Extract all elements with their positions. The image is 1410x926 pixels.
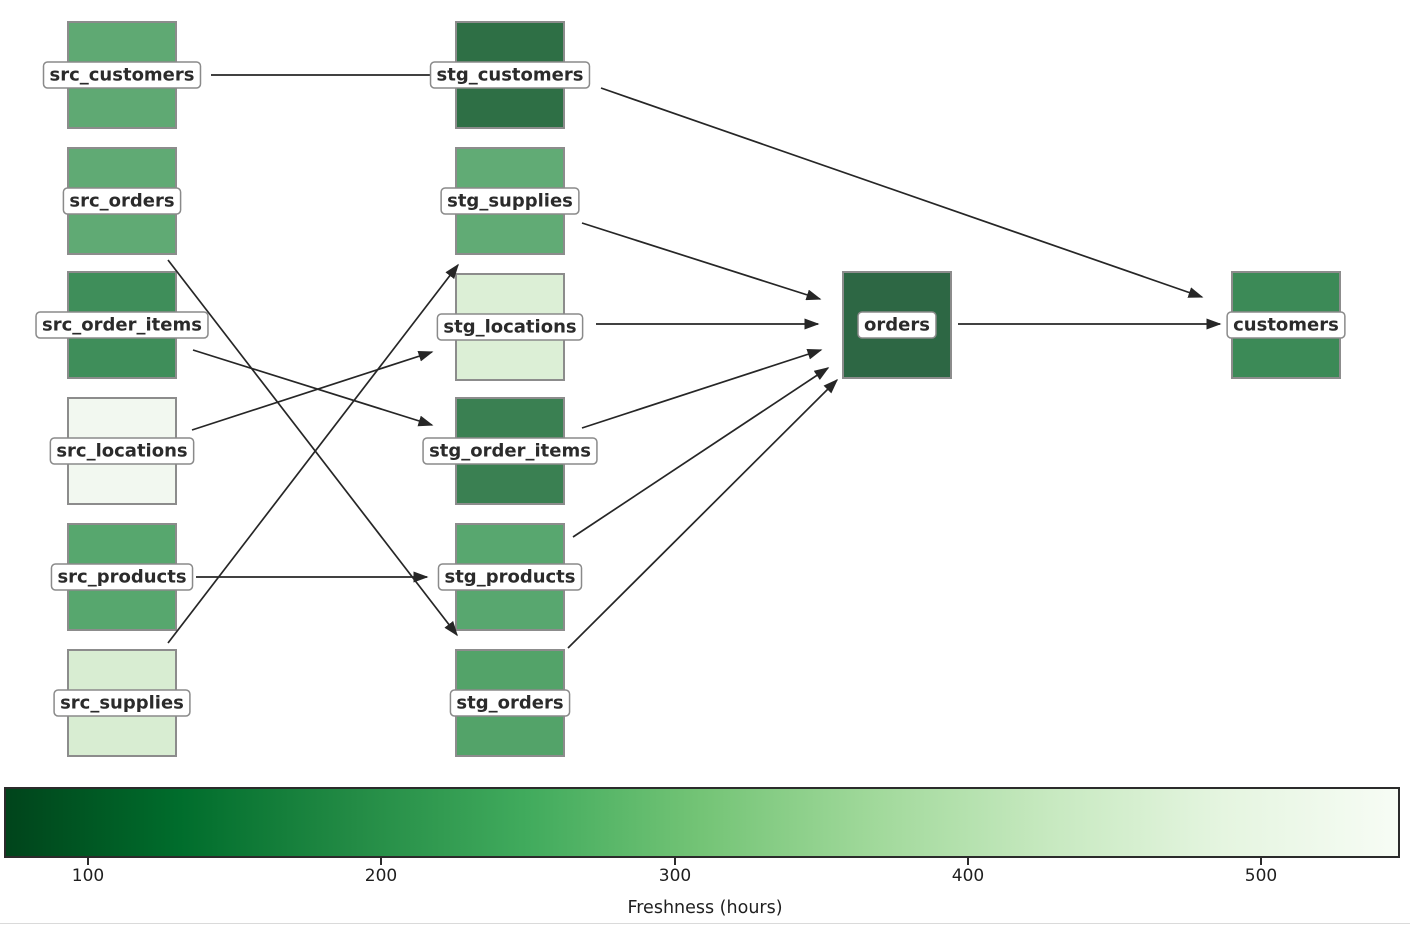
svg-text:src_order_items: src_order_items xyxy=(42,315,202,336)
node-label-orders: orders xyxy=(857,311,937,339)
svg-text:customers: customers xyxy=(1233,315,1339,336)
svg-text:stg_locations: stg_locations xyxy=(443,317,576,338)
node-label-stg_order_items: stg_order_items xyxy=(422,437,598,465)
lineage-graph: src_customers src_orders src_order_itemssr… xyxy=(35,21,1346,757)
node-label-src_locations: src_locations xyxy=(49,437,195,465)
node-label-src_customers: src_customers xyxy=(42,61,202,89)
colorbar-axis-label: Freshness (hours) xyxy=(627,898,783,918)
colorbar-tick-label: 100 xyxy=(71,866,105,886)
node-label-stg_orders: stg_orders xyxy=(449,689,571,717)
svg-text:src_customers: src_customers xyxy=(50,65,195,86)
colorbar-tick xyxy=(967,858,969,865)
colorbar-tick xyxy=(87,858,89,865)
colorbar-tick-label: 400 xyxy=(951,866,985,886)
colorbar-tick-label: 300 xyxy=(658,866,692,886)
node-label-src_orders: src_orders xyxy=(62,187,182,215)
colorbar-tick xyxy=(1260,858,1262,865)
edge-src_order_items-stg_order_items xyxy=(192,349,434,427)
colorbar-gradient xyxy=(4,787,1400,858)
edge-src_orders-stg_orders xyxy=(167,259,458,637)
edge-stg_supplies-orders xyxy=(581,222,822,301)
svg-text:orders: orders xyxy=(864,315,930,336)
node-label-stg_products: stg_products xyxy=(437,563,583,591)
edge-stg_orders-orders xyxy=(567,378,839,649)
svg-text:stg_customers: stg_customers xyxy=(437,65,584,86)
node-label-src_supplies: src_supplies xyxy=(53,689,191,717)
svg-text:stg_order_items: stg_order_items xyxy=(429,441,591,462)
edge-src_supplies-stg_supplies xyxy=(167,263,459,644)
edge-stg_products-orders xyxy=(572,367,830,538)
figure-bottom-border xyxy=(0,923,1410,924)
svg-text:stg_supplies: stg_supplies xyxy=(447,191,573,212)
node-label-src_order_items: src_order_items xyxy=(35,311,209,339)
node-label-src_products: src_products xyxy=(50,563,194,591)
svg-text:src_orders: src_orders xyxy=(69,191,174,212)
svg-text:stg_orders: stg_orders xyxy=(456,693,563,714)
node-label-stg_customers: stg_customers xyxy=(429,61,591,89)
node-label-customers: customers xyxy=(1226,311,1346,339)
svg-text:src_locations: src_locations xyxy=(56,441,187,462)
svg-text:stg_products: stg_products xyxy=(444,567,575,588)
svg-text:src_products: src_products xyxy=(57,567,186,588)
node-label-stg_supplies: stg_supplies xyxy=(440,187,580,215)
colorbar-tick xyxy=(674,858,676,865)
svg-text:src_supplies: src_supplies xyxy=(60,693,184,714)
edge-stg_order_items-orders xyxy=(581,348,823,429)
node-label-stg_locations: stg_locations xyxy=(436,313,584,341)
edge-stg_customers-customers xyxy=(600,87,1204,298)
colorbar-tick xyxy=(380,858,382,865)
edge-src_locations-stg_locations xyxy=(191,350,434,431)
colorbar-tick-label: 500 xyxy=(1244,866,1278,886)
colorbar-tick-label: 200 xyxy=(364,866,398,886)
